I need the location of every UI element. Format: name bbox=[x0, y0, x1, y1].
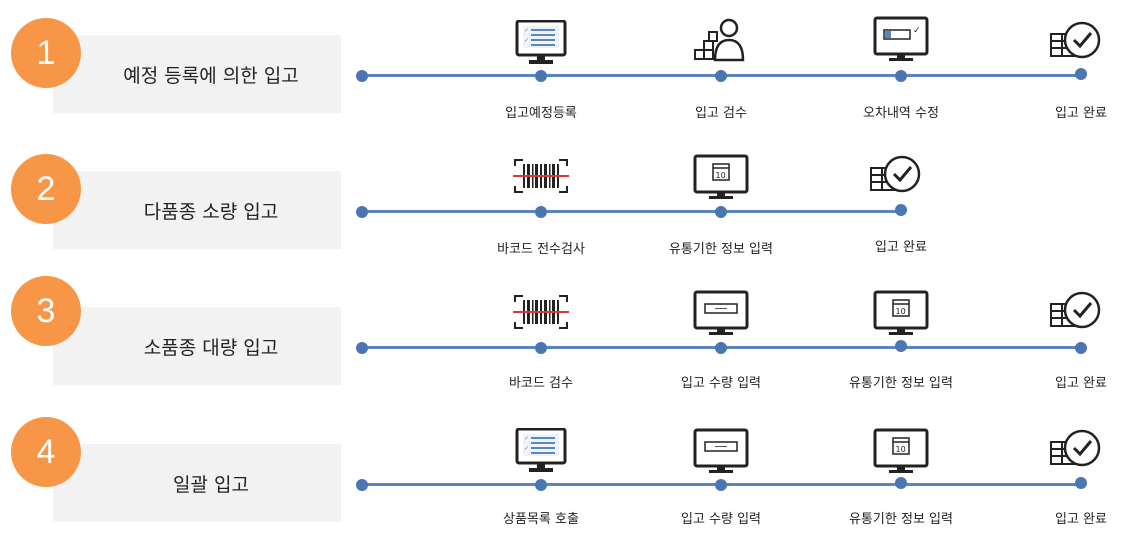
step-label: 오차내역 수정 bbox=[863, 106, 939, 121]
row-title-box: 소품종 대량 입고 bbox=[53, 307, 341, 385]
flow-row-3: 소품종 대량 입고 3 바코드 검수 입고 수량 입력 10 유통기한 정보 입… bbox=[0, 276, 1126, 396]
row-title: 일괄 입고 bbox=[173, 473, 249, 496]
row-title-box: 다품종 소량 입고 bbox=[53, 171, 341, 249]
flow-row-2: 다품종 소량 입고 2 바코드 전수검사 10 유통기한 정보 입력 입고 완료 bbox=[0, 150, 1126, 260]
grid-check-icon bbox=[870, 154, 930, 200]
step-label: 입고 완료 bbox=[1055, 512, 1107, 527]
barcode-scan-icon bbox=[511, 292, 571, 338]
step-number-badge: 2 bbox=[11, 154, 81, 224]
step-dot bbox=[895, 204, 907, 216]
step-number-badge: 4 bbox=[11, 417, 81, 487]
row-title: 예정 등록에 의한 입고 bbox=[123, 64, 299, 87]
step-number-badge: 3 bbox=[11, 276, 81, 346]
flow-start-dot bbox=[356, 206, 368, 218]
row-title-box: 예정 등록에 의한 입고 bbox=[53, 35, 341, 113]
svg-text:10: 10 bbox=[896, 307, 906, 316]
monitor-edit-icon: ✓ bbox=[871, 16, 931, 62]
step-dot bbox=[535, 206, 547, 218]
monitor-calendar-icon: 10 bbox=[871, 428, 931, 474]
monitor-calendar-icon: 10 bbox=[691, 154, 751, 200]
grid-check-icon bbox=[1050, 428, 1110, 474]
barcode-scan-icon bbox=[511, 156, 571, 202]
svg-text:✓: ✓ bbox=[524, 435, 529, 442]
svg-text:10: 10 bbox=[716, 171, 726, 180]
step-label: 입고 완료 bbox=[1055, 376, 1107, 391]
svg-text:✓: ✓ bbox=[913, 26, 921, 36]
monitor-input-icon bbox=[691, 290, 751, 336]
flow-start-dot bbox=[356, 479, 368, 491]
step-number-badge: 1 bbox=[11, 18, 81, 88]
step-dot bbox=[715, 342, 727, 354]
step-label: 유통기한 정보 입력 bbox=[849, 512, 953, 527]
monitor-input-icon bbox=[691, 428, 751, 474]
step-label: 바코드 검수 bbox=[509, 376, 573, 391]
step-label: 입고 검수 bbox=[695, 106, 747, 121]
step-dot bbox=[895, 477, 907, 489]
svg-text:✓: ✓ bbox=[524, 37, 529, 44]
step-dot bbox=[895, 340, 907, 352]
step-label: 입고 수량 입력 bbox=[680, 376, 762, 391]
row-title-box: 일괄 입고 bbox=[53, 444, 341, 522]
svg-text:✓: ✓ bbox=[524, 445, 529, 452]
flow-start-dot bbox=[356, 342, 368, 354]
monitor-list-icon: ✓✓ bbox=[511, 428, 571, 474]
monitor-list-icon: ✓✓ bbox=[511, 20, 571, 66]
svg-text:10: 10 bbox=[896, 445, 906, 454]
flow-row-1: 예정 등록에 의한 입고 1 ✓✓ 입고예정등록 입고 검수 ✓ 오차내역 수정… bbox=[0, 16, 1126, 126]
grid-check-icon bbox=[1050, 290, 1110, 336]
step-dot bbox=[895, 70, 907, 82]
step-label: 유통기한 정보 입력 bbox=[669, 242, 773, 257]
step-dot bbox=[535, 342, 547, 354]
row-title: 다품종 소량 입고 bbox=[143, 200, 279, 223]
grid-check-icon bbox=[1050, 20, 1110, 66]
step-label: 입고 수량 입력 bbox=[680, 512, 762, 527]
step-label: 입고 완료 bbox=[1055, 106, 1107, 121]
step-dot bbox=[1075, 477, 1087, 489]
monitor-calendar-icon: 10 bbox=[871, 290, 931, 336]
row-title: 소품종 대량 입고 bbox=[143, 336, 279, 359]
step-label: 바코드 전수검사 bbox=[497, 242, 585, 257]
step-dot bbox=[1075, 342, 1087, 354]
step-dot bbox=[715, 70, 727, 82]
flow-row-4: 일괄 입고 4 ✓✓ 상품목록 호출 입고 수량 입력 10 유통기한 정보 입… bbox=[0, 417, 1126, 534]
step-label: 유통기한 정보 입력 bbox=[849, 376, 953, 391]
flow-start-dot bbox=[356, 70, 368, 82]
step-label: 입고 완료 bbox=[875, 240, 927, 255]
step-dot bbox=[715, 206, 727, 218]
step-dot bbox=[535, 479, 547, 491]
svg-text:✓: ✓ bbox=[524, 27, 529, 34]
worker-boxes-icon bbox=[691, 16, 751, 62]
step-dot bbox=[535, 70, 547, 82]
step-label: 상품목록 호출 bbox=[503, 512, 579, 527]
flow-line bbox=[362, 210, 902, 213]
step-dot bbox=[1075, 68, 1087, 80]
step-label: 입고예정등록 bbox=[505, 106, 577, 121]
step-dot bbox=[715, 479, 727, 491]
